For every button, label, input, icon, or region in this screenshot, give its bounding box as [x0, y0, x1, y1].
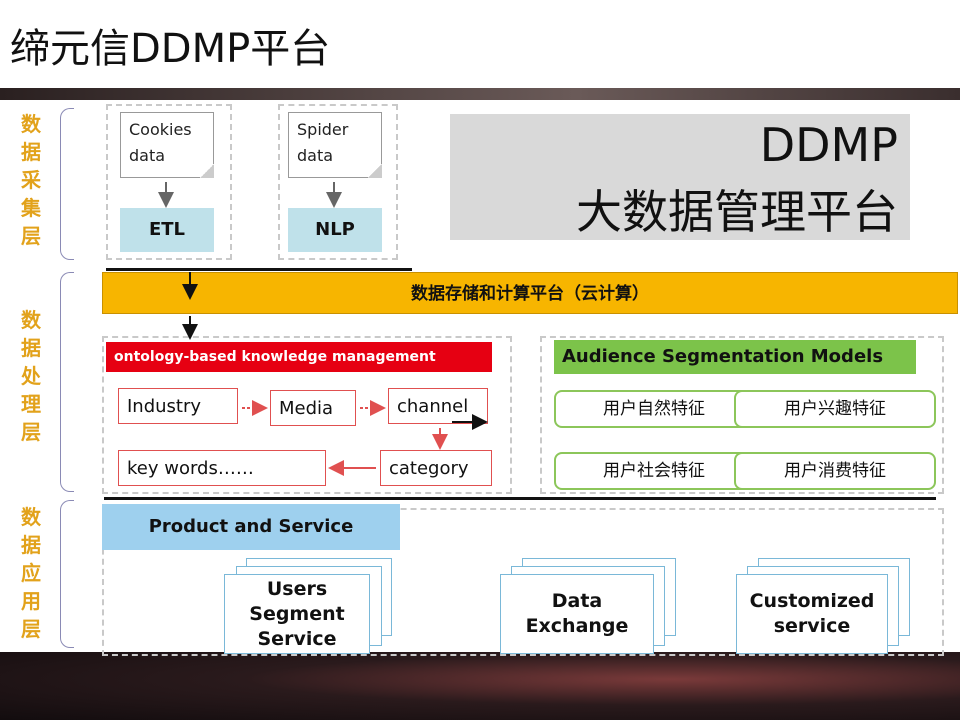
side-label-processing: 数 据 处 理 层: [18, 306, 44, 446]
card-line: Segment: [249, 603, 345, 625]
top-decor-band: [0, 88, 960, 100]
card-line: Service: [257, 628, 337, 650]
pill-social-traits: 用户社会特征: [554, 452, 754, 490]
doc-line: Cookies: [129, 120, 192, 139]
side-char: 据: [21, 533, 41, 557]
side-char: 据: [21, 336, 41, 360]
node-channel: channel: [388, 388, 488, 424]
side-char: 数: [21, 112, 41, 136]
side-char: 层: [21, 420, 41, 444]
divider-line: [104, 497, 936, 500]
side-char: 理: [21, 392, 41, 416]
nlp-box: NLP: [288, 208, 382, 252]
application-group: [102, 508, 944, 656]
brace-application: [60, 500, 74, 648]
node-keywords: key words……: [118, 450, 326, 486]
brand-line-2: 大数据管理平台: [576, 185, 898, 239]
card-line: Users: [266, 578, 328, 600]
page-title: 缔元信DDMP平台: [10, 26, 331, 72]
side-char: 应: [21, 561, 41, 585]
side-char: 据: [21, 140, 41, 164]
side-label-application: 数 据 应 用 层: [18, 503, 44, 643]
card-line: service: [773, 615, 851, 637]
side-char: 采: [21, 168, 41, 192]
pill-natural-traits: 用户自然特征: [554, 390, 754, 428]
data-exchange-card: Data Exchange: [500, 574, 654, 654]
knowledge-header: ontology-based knowledge management: [106, 342, 492, 372]
side-char: 数: [21, 308, 41, 332]
audience-group: [540, 336, 944, 494]
users-segment-service-card: Users Segment Service: [224, 574, 370, 654]
card-line: Exchange: [525, 615, 629, 637]
knowledge-group: [102, 336, 512, 494]
doc-line: Spider: [297, 120, 349, 139]
brace-processing: [60, 272, 74, 492]
node-industry: Industry: [118, 388, 238, 424]
spider-source-group: [278, 104, 398, 260]
side-char: 数: [21, 505, 41, 529]
side-char: 处: [21, 364, 41, 388]
side-label-collection: 数 据 采 集 层: [18, 110, 44, 250]
brace-collection: [60, 108, 74, 260]
divider-line: [106, 268, 412, 271]
ddmp-brand-box: DDMP 大数据管理平台: [450, 114, 910, 240]
cookies-data-doc: Cookies data: [120, 112, 214, 178]
doc-line: data: [129, 146, 166, 165]
product-service-header: Product and Service: [102, 504, 400, 550]
bottom-decor-band: [0, 652, 960, 720]
card-line: Customized: [749, 590, 875, 612]
pill-interest-traits: 用户兴趣特征: [734, 390, 936, 428]
storage-compute-bar: 数据存储和计算平台（云计算）: [102, 272, 958, 314]
doc-line: data: [297, 146, 334, 165]
card-line: Data: [551, 590, 603, 612]
side-char: 层: [21, 224, 41, 248]
node-category: category: [380, 450, 492, 486]
customized-service-card: Customized service: [736, 574, 888, 654]
side-char: 用: [21, 589, 41, 613]
side-char: 层: [21, 617, 41, 641]
node-media: Media: [270, 390, 356, 426]
brand-line-1: DDMP: [759, 118, 898, 172]
pill-consumption-traits: 用户消费特征: [734, 452, 936, 490]
cookies-source-group: [106, 104, 232, 260]
side-char: 集: [21, 196, 41, 220]
spider-data-doc: Spider data: [288, 112, 382, 178]
audience-header: Audience Segmentation Models: [554, 340, 916, 374]
etl-box: ETL: [120, 208, 214, 252]
